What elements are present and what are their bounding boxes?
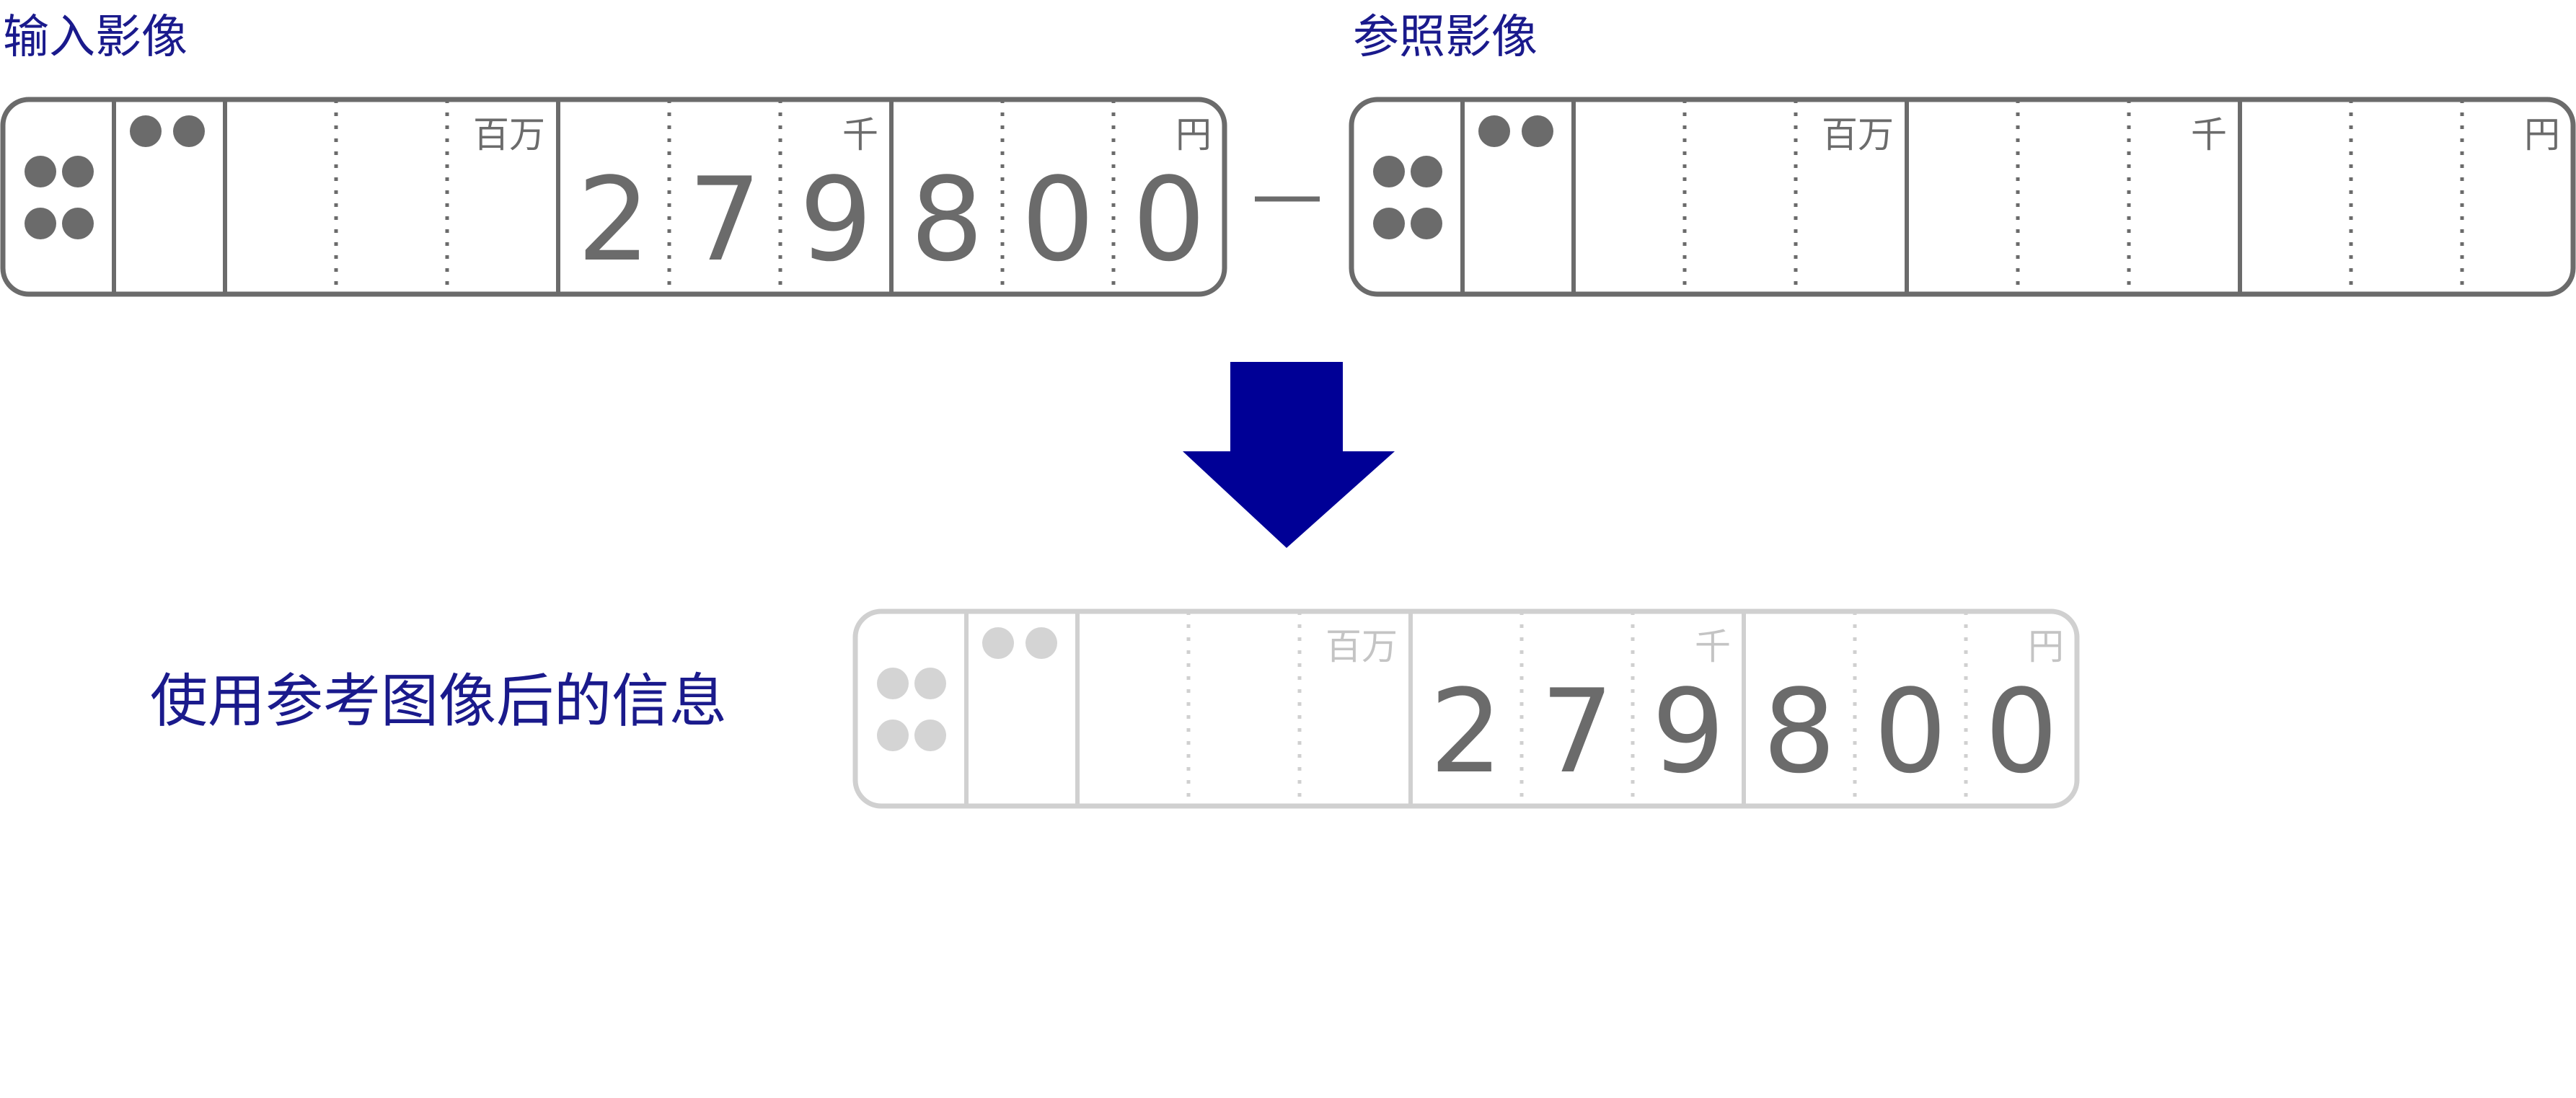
result-digit: 2 bbox=[1429, 664, 1503, 799]
input-digit: 9 bbox=[799, 152, 873, 287]
input-four-dots-icon bbox=[25, 208, 56, 239]
result-digit: 7 bbox=[1540, 664, 1614, 799]
input-four-dots-icon bbox=[62, 156, 94, 187]
reference-four-dots-icon bbox=[1373, 156, 1405, 187]
reference-two-dots-icon bbox=[1478, 115, 1510, 147]
input-four-dots-icon bbox=[25, 156, 56, 187]
input-digit: 0 bbox=[1021, 152, 1095, 287]
reference-image-label: 参照影像 bbox=[1353, 11, 1538, 64]
result-four-dots-icon bbox=[914, 720, 946, 751]
result-four-dots-icon bbox=[877, 720, 909, 751]
reference-unit-thousands-label: 千 bbox=[2191, 114, 2227, 156]
result-digit: 0 bbox=[1985, 664, 2058, 799]
input-digit: 8 bbox=[910, 152, 984, 287]
down-arrow-icon bbox=[1183, 362, 1395, 548]
input-digit: 7 bbox=[688, 152, 762, 287]
input-two-dots-icon bbox=[173, 115, 205, 147]
input-two-dots-icon bbox=[130, 115, 162, 147]
reference-four-dots-icon bbox=[1411, 156, 1442, 187]
result-unit-millions-label: 百万 bbox=[1326, 626, 1398, 668]
input-unit-yen-label: 円 bbox=[1175, 114, 1212, 156]
result-two-dots-icon bbox=[1025, 627, 1057, 659]
result-digit: 0 bbox=[1874, 664, 1947, 799]
reference-two-dots-icon bbox=[1522, 115, 1553, 147]
reference-image-box: 百万 千 円 bbox=[1349, 97, 2576, 297]
result-digit: 8 bbox=[1763, 664, 1836, 799]
input-digit: 2 bbox=[577, 152, 650, 287]
reference-four-dots-icon bbox=[1373, 208, 1405, 239]
result-label: 使用参考图像后的信息 bbox=[150, 668, 727, 735]
input-four-dots-icon bbox=[62, 208, 94, 239]
result-digit: 9 bbox=[1651, 664, 1725, 799]
result-two-dots-icon bbox=[982, 627, 1014, 659]
result-outline bbox=[852, 608, 2080, 809]
input-unit-thousands-label: 千 bbox=[842, 114, 878, 156]
reference-unit-millions-label: 百万 bbox=[1822, 114, 1894, 156]
reference-outline bbox=[1349, 97, 2576, 297]
result-four-dots-icon bbox=[914, 668, 946, 699]
result-unit-yen-label: 円 bbox=[2028, 626, 2064, 668]
input-digit: 0 bbox=[1132, 152, 1206, 287]
input-outline bbox=[0, 97, 1227, 297]
input-image-label: 输入影像 bbox=[3, 11, 188, 64]
result-four-dots-icon bbox=[877, 668, 909, 699]
reference-unit-yen-label: 円 bbox=[2524, 114, 2560, 156]
input-unit-millions-label: 百万 bbox=[473, 114, 545, 156]
reference-four-dots-icon bbox=[1411, 208, 1442, 239]
result-unit-thousands-label: 千 bbox=[1695, 626, 1731, 668]
